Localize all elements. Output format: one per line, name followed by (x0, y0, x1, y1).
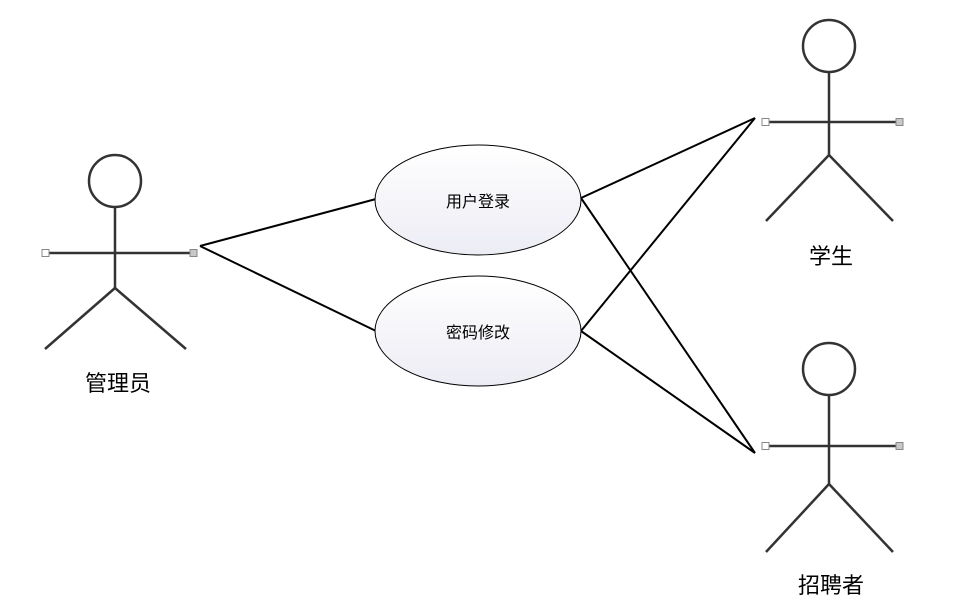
resize-handle[interactable] (761, 118, 770, 126)
actor-left-leg (765, 154, 830, 222)
actor-right-leg (828, 483, 894, 553)
resize-handle[interactable] (189, 249, 198, 257)
associations (199, 117, 756, 454)
association-student-login[interactable] (580, 117, 756, 199)
actor-right-leg (828, 154, 894, 222)
actor-left-leg (44, 287, 116, 350)
use-case-password-label: 密码修改 (445, 323, 511, 342)
actor-admin[interactable] (41, 153, 198, 350)
actor-recruiter-label: 招聘者 (797, 574, 865, 599)
resize-handle[interactable] (761, 442, 770, 450)
actor-student[interactable] (761, 18, 904, 222)
association-admin-password[interactable] (199, 245, 377, 332)
actor-right-leg (114, 287, 187, 350)
association-recruiter-login[interactable] (580, 197, 756, 454)
actor-head (801, 341, 857, 397)
actor-recruiter[interactable] (761, 341, 904, 553)
actor-head (801, 18, 857, 74)
association-recruiter-password[interactable] (580, 330, 756, 454)
use-case-login[interactable] (374, 144, 582, 256)
association-admin-login[interactable] (199, 198, 377, 247)
resize-handle[interactable] (895, 118, 904, 126)
actor-student-label: 学生 (808, 245, 854, 270)
resize-handle[interactable] (41, 249, 50, 257)
association-student-password[interactable] (580, 117, 756, 332)
actor-left-leg (765, 483, 830, 553)
resize-handle[interactable] (895, 442, 904, 450)
use-case-password[interactable] (374, 275, 582, 387)
actor-head (87, 153, 143, 209)
use-case-login-label: 用户登录 (445, 192, 511, 211)
actor-admin-label: 管理员 (84, 372, 152, 397)
